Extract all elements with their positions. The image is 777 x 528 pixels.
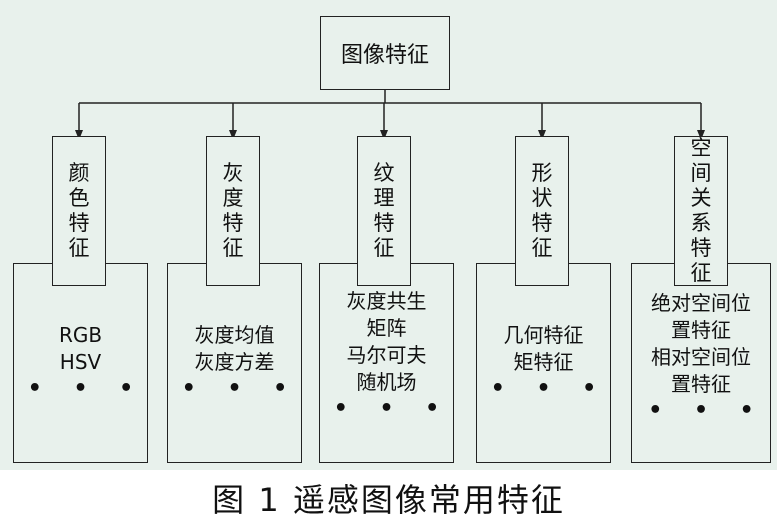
detail-line: 矩特征	[513, 350, 574, 374]
connector-lines	[75, 90, 705, 140]
category-label-3: 形状特征	[531, 161, 553, 260]
category-label-1: 灰度特征	[222, 161, 244, 260]
detail-line: 灰度均值	[194, 323, 275, 347]
root-label: 图像特征	[340, 43, 429, 68]
category-label-2: 纹理特征	[373, 161, 395, 260]
detail-line: HSV	[59, 350, 102, 374]
detail-line: 灰度共生	[346, 289, 427, 313]
detail-line: 置特征	[671, 372, 731, 396]
feature-diagram: 图像特征 颜色特征 RGB HSV • • • 灰度特征 灰度均值 灰度方差 •…	[0, 0, 777, 470]
category-spatial: 空间关系特征	[674, 136, 728, 286]
ellipsis-dots: • • •	[490, 376, 609, 401]
figure-caption: 图 1 遥感图像常用特征	[212, 481, 565, 519]
root-node: 图像特征	[320, 16, 450, 90]
category-label-4: 空间关系特征	[690, 136, 712, 285]
ellipsis-dots: • • •	[27, 376, 146, 401]
detail-box-shape: 几何特征 矩特征 • • •	[476, 263, 611, 463]
detail-line: 随机场	[356, 370, 417, 394]
ellipsis-dots: • • •	[648, 398, 766, 423]
detail-line: 马尔可夫	[346, 343, 427, 367]
detail-box-spatial: 绝对空间位 置特征 相对空间位 置特征 • • •	[631, 263, 771, 463]
category-shape: 形状特征	[515, 136, 569, 286]
detail-line: 灰度方差	[194, 350, 275, 374]
detail-box-gray: 灰度均值 灰度方差 • • •	[167, 263, 302, 463]
category-label-0: 颜色特征	[68, 161, 90, 260]
detail-box-texture: 灰度共生 矩阵 马尔可夫 随机场 • • •	[319, 263, 454, 463]
category-texture: 纹理特征	[357, 136, 411, 286]
category-gray: 灰度特征	[206, 136, 260, 286]
category-color: 颜色特征	[52, 136, 106, 286]
detail-line: RGB	[58, 323, 103, 347]
detail-line: 几何特征	[503, 323, 584, 347]
ellipsis-dots: • • •	[181, 376, 300, 401]
detail-box-color: RGB HSV • • •	[13, 263, 148, 463]
ellipsis-dots: • • •	[333, 396, 452, 421]
detail-line: 相对空间位	[651, 345, 751, 369]
detail-line: 绝对空间位	[651, 291, 751, 315]
detail-line: 置特征	[671, 318, 731, 342]
detail-line: 矩阵	[366, 316, 407, 340]
